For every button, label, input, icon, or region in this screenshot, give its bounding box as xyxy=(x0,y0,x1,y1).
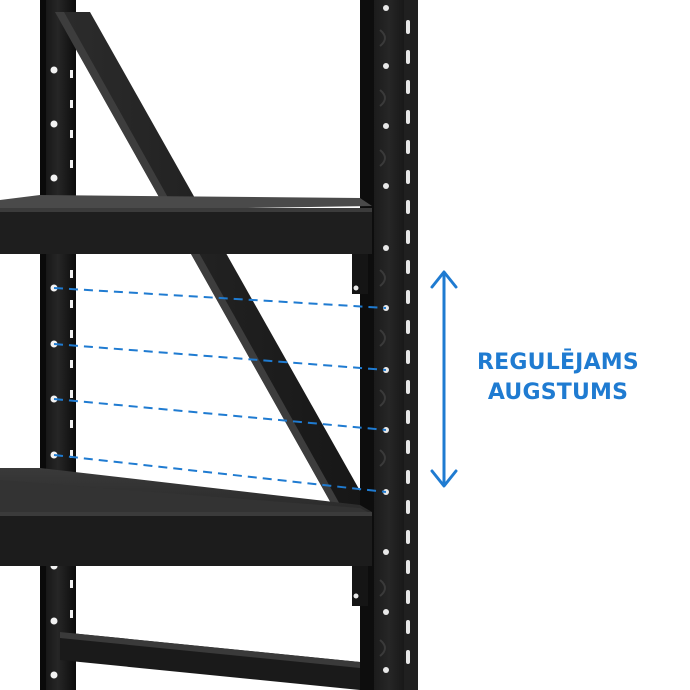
caption-line-2: AUGSTUMS xyxy=(487,380,629,405)
bottom-cross-beam xyxy=(60,632,360,690)
lower-shelf xyxy=(0,468,372,606)
upper-shelf xyxy=(0,195,372,294)
adjustment-guide-lines xyxy=(53,287,387,493)
caption-line-1: REGULĒJAMS xyxy=(477,350,639,375)
diagonal-brace xyxy=(55,12,368,512)
height-arrow-icon xyxy=(430,270,458,488)
adjustable-height-caption: REGULĒJAMS AUGSTUMS xyxy=(468,348,648,408)
right-upright-post xyxy=(360,0,418,690)
